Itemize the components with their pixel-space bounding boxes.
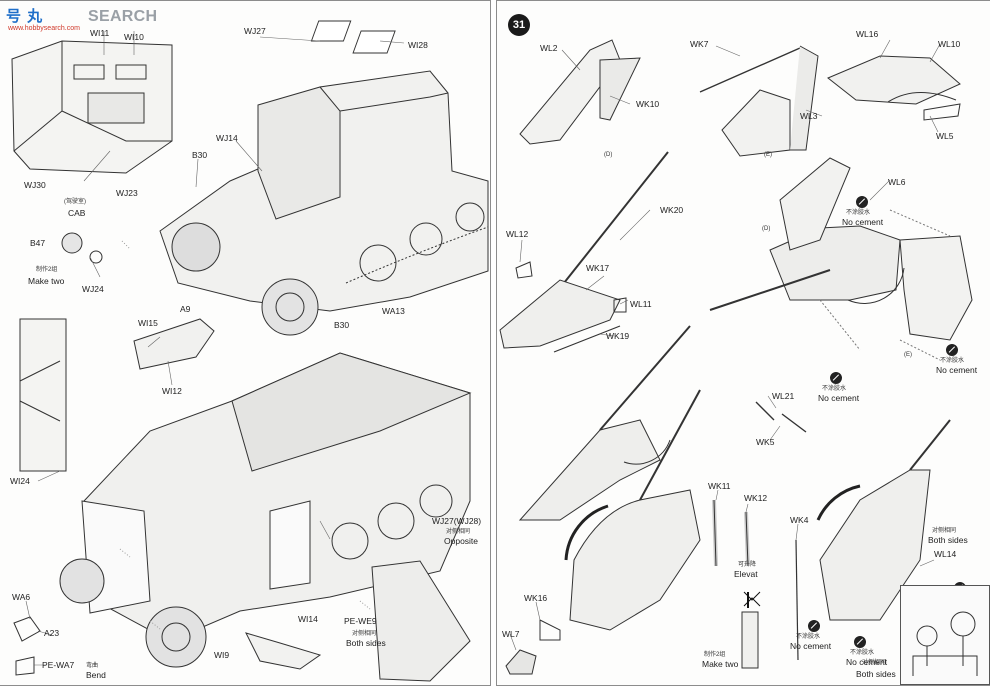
label-both-sides-cn-right: 对侧相同 (932, 528, 957, 534)
no-cement-icon (808, 620, 820, 632)
label-no-cement-1: No cement (842, 217, 884, 227)
label-wa13: WA13 (382, 306, 405, 316)
label-both-sides-bottom: Both sides (856, 669, 896, 679)
inset-line-art (912, 611, 978, 676)
label-no-cement-cn-5: 不涂胶水 (796, 634, 821, 640)
label-wi28: WI28 (408, 40, 428, 50)
label-no-cement-5: No cement (790, 641, 832, 651)
label-wi10: WI10 (124, 32, 144, 42)
label-bend: Bend (86, 670, 106, 680)
label-b47: B47 (30, 238, 46, 248)
label-bend-cn: 弯曲 (86, 663, 99, 669)
label-wl10: WL10 (938, 39, 961, 49)
label-d-mid: (D) (762, 226, 771, 232)
label-no-cement-cn-6: 不涂胶水 (850, 650, 875, 656)
no-cement-icon (856, 196, 868, 208)
label-wl14: WL14 (934, 549, 957, 559)
label-a23: A23 (44, 628, 60, 638)
label-wi9: WI9 (214, 650, 230, 660)
label-wk12: WK12 (744, 493, 768, 503)
label-opposite: Opposite (444, 536, 479, 546)
label-no-cement-3: No cement (818, 393, 860, 403)
label-pe-we9: PE-WE9 (344, 616, 377, 626)
label-wl12: WL12 (506, 229, 529, 239)
detail-inset-box (900, 585, 990, 685)
label-b30-bottom: B30 (334, 320, 350, 330)
label-wl3: WL3 (800, 111, 818, 121)
label-e-mid: (E) (904, 352, 912, 358)
label-wk17: WK17 (586, 263, 610, 273)
label-both-sides-cn-left: 对侧相同 (352, 631, 377, 637)
watermark-logo: 号 丸 (6, 8, 44, 25)
label-no-cement-cn-2: 不涂胶水 (940, 358, 965, 364)
label-make-two: Make two (28, 276, 65, 286)
label-wk5: WK5 (756, 437, 775, 447)
label-wl7: WL7 (502, 629, 520, 639)
label-cab-cn: (驾驶室) (64, 199, 86, 205)
label-opposite-cn: 对侧相同 (446, 529, 471, 535)
label-wj30: WJ30 (24, 180, 46, 190)
label-e-top: (E) (764, 152, 772, 158)
label-wi12: WI12 (162, 386, 182, 396)
label-pe-wa7: PE-WA7 (42, 660, 75, 670)
label-elevat-cn: 可升降 (738, 562, 757, 568)
label-no-cement-2: No cement (936, 365, 978, 375)
label-no-cement-6: No cement (846, 657, 888, 667)
label-wi11: WI11 (90, 28, 110, 38)
label-wj27: WJ27 (244, 26, 266, 36)
step-number-badge: 31 (508, 14, 530, 36)
label-no-cement-cn-3: 不涂胶水 (822, 386, 847, 392)
label-wj27-wj28: WJ27(WJ28) (432, 516, 482, 526)
label-wl2: WL2 (540, 43, 558, 53)
label-wl16: WL16 (856, 29, 879, 39)
label-wl5: WL5 (936, 131, 954, 141)
label-wa6: WA6 (12, 592, 31, 602)
no-cement-icon (830, 372, 842, 384)
no-cement-icon (946, 344, 958, 356)
label-wj14: WJ14 (216, 133, 238, 143)
label-wk19: WK19 (606, 331, 630, 341)
label-wl11: WL11 (630, 299, 652, 309)
label-wk4: WK4 (790, 515, 809, 525)
label-wi24: WI24 (10, 476, 30, 486)
label-make-two-cn-right: 制作2组 (704, 652, 726, 658)
watermark: 号 丸 SEARCH www.hobbysearch.com (2, 3, 162, 35)
label-wk20: WK20 (660, 205, 684, 215)
watermark-brand: SEARCH (88, 8, 158, 25)
label-wk11: WK11 (708, 481, 731, 491)
label-wl6: WL6 (888, 177, 906, 187)
watermark-url: www.hobbysearch.com (8, 25, 80, 32)
label-make-two-right: Make two (702, 659, 739, 669)
label-cab: CAB (68, 208, 86, 218)
left-line-art (11, 20, 489, 682)
label-both-sides-cn-bottom: 对侧相同 (862, 660, 887, 666)
label-both-sides-right: Both sides (928, 535, 968, 545)
no-cement-icon (854, 636, 866, 648)
label-wj24: WJ24 (82, 284, 104, 294)
label-wl21: WL21 (772, 391, 795, 401)
left-instruction-panel: 号 丸 SEARCH www.hobbysearch.com WI11 WI10… (0, 0, 491, 686)
label-b30-top: B30 (192, 150, 208, 160)
label-wi14: WI14 (298, 614, 318, 624)
label-no-cement-cn-1: 不涂胶水 (846, 210, 871, 216)
label-wi15: WI15 (138, 318, 158, 328)
label-both-sides-left: Both sides (346, 638, 386, 648)
label-wk7: WK7 (690, 39, 709, 49)
label-wk16: WK16 (524, 593, 548, 603)
label-make-two-cn: 制作2组 (36, 267, 58, 273)
label-elevat: Elevat (734, 569, 758, 579)
label-wj23: WJ23 (116, 188, 138, 198)
label-a9: A9 (180, 304, 191, 314)
label-wk10-top: WK10 (636, 99, 660, 109)
label-d-top: (D) (604, 152, 613, 158)
